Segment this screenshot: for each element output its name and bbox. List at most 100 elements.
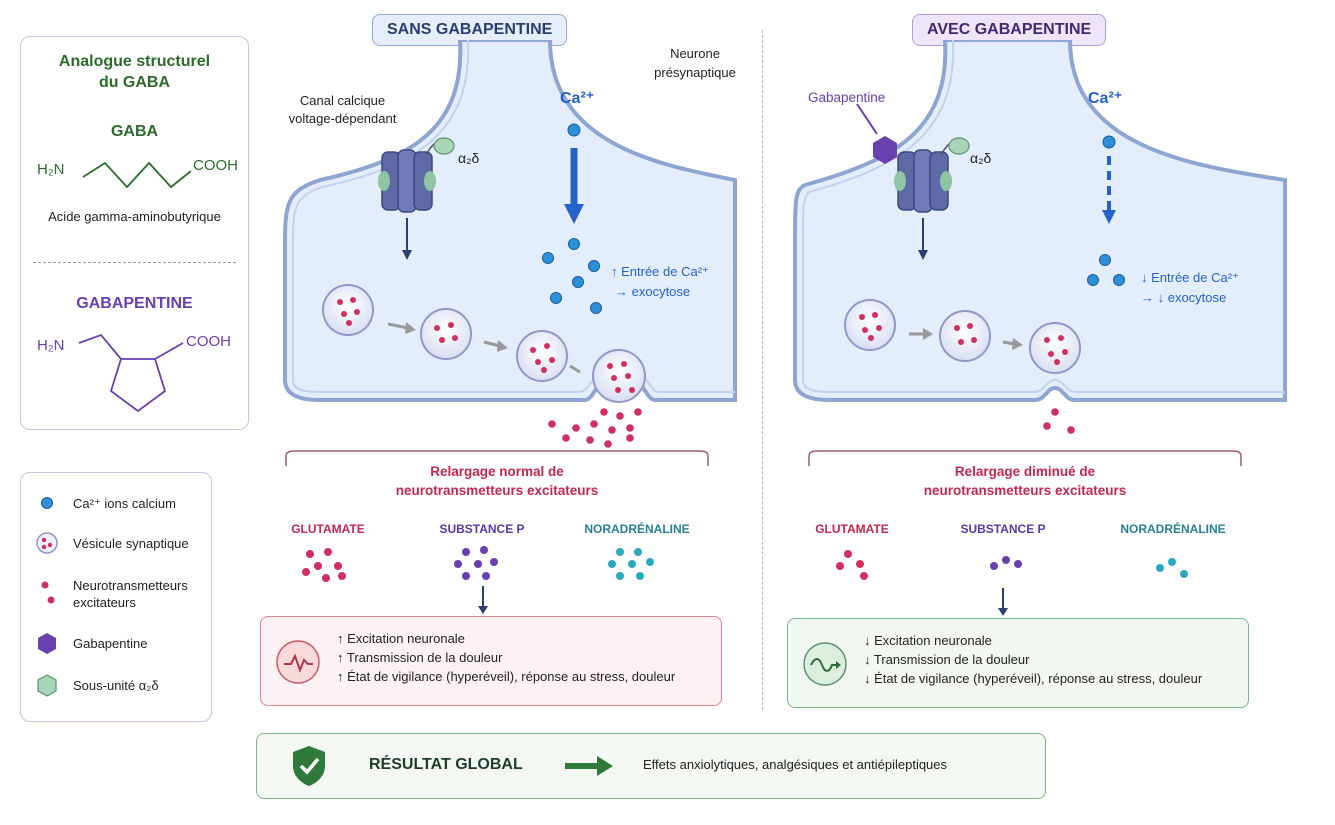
with-alpha2delta-subunit — [948, 137, 970, 155]
without-substance-p-dots — [454, 546, 498, 580]
result-text: Effets anxiolytiques, analgésiques et an… — [643, 757, 948, 772]
legend-calcium-label: Ca²⁺ ions calcium — [73, 496, 176, 511]
legend-item-gabapentin: Gabapentine — [73, 636, 147, 651]
gaba-structure — [82, 161, 192, 189]
without-calcium-ion — [550, 292, 562, 304]
without-neuron-membrane — [283, 40, 737, 402]
without-vesicle-arrow — [387, 322, 409, 330]
legend-item-alpha2delta: Sous-unité α₂δ — [73, 678, 159, 693]
gabapentin-hexagon-icon — [38, 633, 56, 654]
with-neuron-inner-membrane — [802, 40, 1285, 393]
without-glutamate-dots — [302, 548, 346, 582]
without-calcium-ion — [572, 276, 584, 288]
legend-neurotransmitter-label-1: Neurotransmetteurs — [73, 578, 188, 593]
with-glutamate-label: GLUTAMATE — [815, 522, 889, 536]
vesicle-dot-3 — [41, 544, 47, 550]
with-entry-line2: → ↓ exocytose — [1141, 290, 1227, 305]
without-calcium-ion — [542, 252, 554, 264]
with-released-neurotransmitters — [1043, 408, 1075, 434]
without-fusing-vesicle — [592, 349, 646, 403]
center-divider — [762, 30, 763, 710]
with-noradrenaline-dots — [1156, 558, 1188, 578]
gaba-acid: COOH — [193, 157, 238, 174]
with-glutamate-dots — [836, 550, 868, 580]
without-calcium-influx-arrowhead — [564, 204, 584, 224]
with-effect-2: ↓ Transmission de la douleur — [864, 652, 1030, 667]
without-effect-arrowhead — [478, 606, 488, 614]
with-release-brace — [808, 450, 1242, 466]
without-noradrenaline-label: NORADRÉNALINE — [584, 522, 690, 536]
with-substance-p-label: SUBSTANCE P — [960, 522, 1046, 536]
gabapentin-acid: COOH — [186, 333, 231, 350]
gabapentin-amine-bond — [78, 333, 122, 360]
result-arrow-icon — [565, 756, 613, 776]
without-noradrenaline-dots — [608, 548, 654, 580]
structure-title-line1: Analogue structurel — [58, 53, 211, 70]
with-neuron-diagram — [793, 40, 1287, 434]
without-entry-label: ↑ Entrée de Ca²⁺ → exocytose — [611, 262, 709, 302]
legend-gabapentin-label: Gabapentine — [73, 636, 148, 651]
without-release-text: Relargage normal de neurotransmetteurs e… — [282, 462, 712, 500]
with-vesicle-arrowhead — [923, 328, 933, 340]
legend-panel: Ca²⁺ ions calcium Vésicule synaptique Ne… — [20, 472, 212, 722]
without-neuron-diagram — [283, 40, 737, 448]
with-effects-list: ↓ Excitation neuronale ↓ Transmission de… — [864, 631, 1202, 688]
gabapentin-amine: H₂N — [37, 337, 65, 354]
without-title: SANS GABAPENTINE — [372, 14, 568, 46]
with-calcium-ion — [1113, 274, 1125, 286]
without-vesicle-arrow — [569, 364, 581, 374]
without-calcium-label: Ca²⁺ — [560, 90, 595, 107]
without-glutamate-label: GLUTAMATE — [291, 522, 365, 536]
without-calcium-ion-entry — [567, 123, 581, 137]
result-label: RÉSULTAT GLOBAL — [369, 756, 523, 773]
with-vesicle — [844, 299, 896, 351]
without-calcium-ion — [568, 238, 580, 250]
without-substance-p-label: SUBSTANCE P — [439, 522, 525, 536]
with-calcium-influx-arrowhead — [1102, 210, 1116, 224]
neurotransmitter-icon-2 — [47, 596, 55, 604]
gaba-fullname: Acide gamma-aminobutyrique — [48, 209, 221, 224]
without-release-brace — [285, 450, 709, 466]
vesicle-dot-2 — [47, 542, 53, 548]
without-calcium-ion — [590, 302, 602, 314]
without-effects-list: ↑ Excitation neuronale ↑ Transmission de… — [337, 629, 675, 686]
calcium-ion-icon — [41, 497, 53, 509]
neuron-label-line1: Neurone — [670, 46, 720, 61]
gabapentin-ring — [109, 358, 167, 413]
without-channel-arrowhead — [402, 250, 412, 260]
legend-item-vesicle: Vésicule synaptique — [73, 536, 189, 551]
without-vesicle-arrowhead — [497, 340, 508, 352]
structure-title-line2: du GABA — [98, 74, 171, 91]
with-calcium-ion-entry — [1102, 135, 1116, 149]
neuron-label: Neurone présynaptique — [640, 44, 750, 82]
without-entry-line1: ↑ Entrée de Ca²⁺ — [611, 264, 709, 279]
gaba-label: GABA — [110, 123, 159, 140]
with-effect-3: ↓ État de vigilance (hyperéveil), répons… — [864, 671, 1203, 686]
with-release-line1: Relargage diminué de — [954, 464, 1096, 479]
structure-divider — [33, 262, 236, 263]
with-calcium-label: Ca²⁺ — [1088, 90, 1123, 107]
with-calm-pulse-icon — [803, 642, 847, 686]
result-bar: RÉSULTAT GLOBAL Effets anxiolytiques, an… — [256, 733, 1046, 799]
without-alpha2delta-label: α₂δ — [458, 150, 480, 166]
gabapentin-label: GABAPENTINE — [76, 295, 193, 312]
with-effects-box: ↓ Excitation neuronale ↓ Transmission de… — [787, 618, 1249, 708]
without-channel-label-line2: voltage-dépendant — [288, 111, 397, 126]
without-effect-2: ↑ Transmission de la douleur — [337, 650, 503, 665]
without-vesicle-arrowhead — [405, 322, 416, 334]
without-channel-label: Canal calcique voltage-dépendant — [280, 92, 405, 128]
vesicle-icon — [36, 532, 58, 554]
without-effect-3: ↑ État de vigilance (hyperéveil), répons… — [337, 669, 676, 684]
legend-icons — [36, 497, 58, 697]
legend-alpha2delta-label: Sous-unité α₂δ — [73, 678, 159, 693]
with-gabapentin-label: Gabapentine — [808, 90, 886, 105]
with-release-line2: neurotransmetteurs excitateurs — [923, 483, 1127, 498]
without-pulse-icon — [276, 640, 320, 684]
neurotransmitter-icon-1 — [41, 581, 49, 589]
without-vesicle — [420, 308, 472, 360]
with-alpha2delta-label: α₂δ — [970, 150, 992, 166]
with-vesicle-arrowhead — [1012, 338, 1023, 350]
without-alpha2delta-subunit — [433, 137, 455, 155]
without-channel-label-line1: Canal calcique — [299, 93, 386, 108]
with-entry-line1: ↓ Entrée de Ca²⁺ — [1141, 270, 1239, 285]
